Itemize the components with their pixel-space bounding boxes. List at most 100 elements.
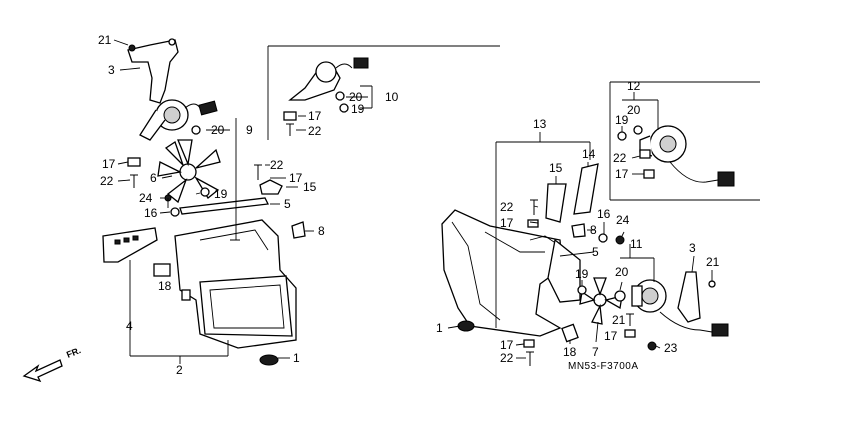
nut-17-left — [127, 157, 141, 167]
callout-22-mid: 22 — [270, 158, 284, 172]
callout-19-right-inset: 19 — [615, 113, 629, 127]
callout-17-mid: 17 — [289, 171, 303, 185]
nut-17-bottom — [523, 339, 535, 348]
callout-21-lower: 21 — [612, 313, 626, 327]
bolt-22-bottom — [526, 351, 534, 366]
motor-inset-top — [283, 57, 369, 136]
callout-16: 16 — [144, 206, 158, 220]
callout-4: 4 — [126, 319, 133, 333]
callout-17-right: 17 — [500, 216, 514, 230]
front-direction-label: FR. — [65, 345, 82, 360]
callout-16-right: 16 — [597, 207, 611, 221]
bolt-19-right — [577, 285, 587, 295]
callout-17: 17 — [102, 157, 116, 171]
callout-9: 9 — [246, 123, 253, 137]
callout-22-right-inset: 22 — [613, 151, 627, 165]
nut-17-lower — [624, 329, 636, 338]
bolt-22-right — [530, 199, 538, 215]
nut-17-right — [527, 219, 539, 228]
callout-21: 21 — [98, 33, 112, 47]
callout-17-bottom: 17 — [500, 338, 514, 352]
callout-17-right-inset: 17 — [615, 167, 629, 181]
callout-5: 5 — [284, 197, 291, 211]
seal-strip-right — [573, 163, 599, 215]
washer-16-left — [170, 207, 180, 217]
callout-22-right: 22 — [500, 200, 514, 214]
fan-bracket-right — [677, 271, 701, 323]
inset-frame-top — [267, 45, 500, 140]
bolt-22-left — [130, 174, 138, 188]
bolt-22-mid — [254, 164, 262, 180]
callout-2: 2 — [176, 363, 183, 377]
callout-8-right: 8 — [590, 223, 597, 237]
callout-3-right: 3 — [689, 241, 696, 255]
washer-16-right — [598, 233, 608, 243]
front-direction-arrow: FR. — [22, 345, 82, 383]
pad-18-left — [153, 263, 171, 277]
fan-blade-left — [157, 139, 221, 204]
fan-motor-left — [139, 99, 218, 141]
cover-plate-left — [102, 227, 158, 263]
bolt-19-left — [200, 187, 210, 197]
callout-23: 23 — [664, 341, 678, 355]
bolt-21-lower — [626, 313, 634, 326]
callout-24: 24 — [139, 191, 153, 205]
callout-17-lower: 17 — [604, 329, 618, 343]
leader-lines — [113, 39, 713, 364]
grommet-8-right — [571, 223, 586, 238]
callout-7: 7 — [592, 345, 599, 359]
callouts-left: 21 3 20 9 17 22 6 19 24 16 18 4 2 1 22 1… — [98, 33, 325, 377]
seal-strip-left — [179, 197, 269, 215]
clip-17-15 — [259, 179, 283, 195]
grommet-8-left — [291, 221, 306, 239]
callout-19-right: 19 — [575, 267, 589, 281]
callout-13: 13 — [533, 117, 547, 131]
harness-right — [647, 311, 729, 351]
pad-18-right — [561, 323, 579, 343]
callout-1-right: 1 — [436, 321, 443, 335]
grommet-1-right — [457, 320, 475, 332]
callout-5-right: 5 — [592, 245, 599, 259]
callout-20: 20 — [211, 123, 225, 137]
grommet-1-left — [259, 354, 279, 366]
callout-1: 1 — [293, 351, 300, 365]
callout-21-right: 21 — [706, 255, 720, 269]
callout-3: 3 — [108, 63, 115, 77]
callout-20-right: 20 — [615, 265, 629, 279]
callouts-inset-top: 20 10 17 19 22 — [308, 90, 399, 138]
callout-20-inset: 20 — [349, 90, 363, 104]
callout-22: 22 — [100, 174, 114, 188]
callout-10: 10 — [385, 90, 399, 104]
motor-inset-right — [617, 125, 735, 187]
bracket-15-right — [545, 183, 567, 223]
callout-8: 8 — [318, 224, 325, 238]
fan-motor-right — [631, 279, 667, 313]
seal-strip-right-lower — [547, 238, 581, 303]
inset-frame-right — [609, 81, 760, 201]
callout-24-right: 24 — [616, 213, 630, 227]
callout-22-inset: 22 — [308, 124, 322, 138]
callout-20-right-inset: 20 — [627, 103, 641, 117]
bolt-24-left — [164, 194, 172, 208]
callout-22-bottom: 22 — [500, 351, 514, 365]
callout-15-right: 15 — [549, 161, 563, 175]
shroud-left — [174, 219, 297, 349]
callout-11: 11 — [630, 237, 643, 251]
bolt-24-right — [615, 235, 625, 245]
figure-code: MN53-F3700A — [568, 361, 639, 372]
callout-12: 12 — [627, 79, 641, 93]
callout-19: 19 — [214, 187, 228, 201]
callout-19-inset: 19 — [351, 102, 365, 116]
fan-bracket-left — [127, 38, 179, 104]
callout-17-inset: 17 — [308, 109, 322, 123]
callout-18: 18 — [158, 279, 172, 293]
callout-18-right: 18 — [563, 345, 577, 359]
callouts-right: 13 14 15 22 17 12 20 19 22 17 16 24 8 5 … — [436, 79, 720, 365]
washer-20-right — [614, 290, 626, 302]
duct-right — [441, 209, 563, 337]
callout-15: 15 — [303, 180, 317, 194]
callout-14: 14 — [582, 147, 596, 161]
callout-6: 6 — [150, 171, 157, 185]
